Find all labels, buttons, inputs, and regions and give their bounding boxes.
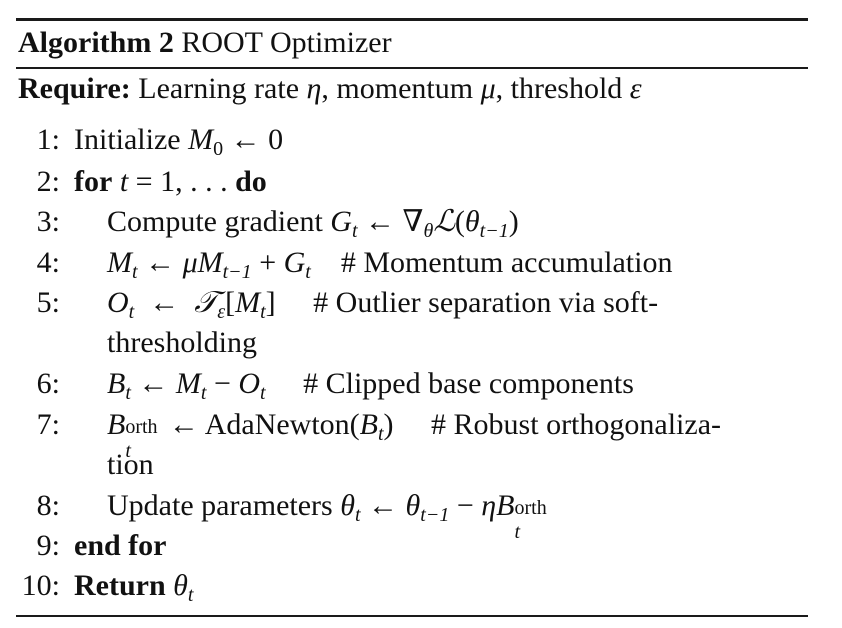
algorithm-line-1: 1: Initialize M0 ← 0 xyxy=(0,120,842,160)
line-continuation: tion xyxy=(107,448,154,481)
algorithm-line-9: 9: end for xyxy=(0,526,842,566)
algorithm-line-4: 4: Mt ← μMt−1 + Gt # Momentum accumulati… xyxy=(0,243,842,283)
line-number: 8: xyxy=(36,489,60,522)
line-body: for t = 1, . . . do xyxy=(74,165,267,198)
line-body: Initialize M0 ← 0 xyxy=(74,123,284,160)
superscript-orth: orth xyxy=(514,497,547,519)
update-parameters-text: Update parameters xyxy=(107,489,333,522)
keyword-return: Return xyxy=(74,569,166,602)
line-number: 7: xyxy=(36,408,60,441)
algorithm-line-10: 10: Return θt xyxy=(0,566,842,606)
adanewton-text: AdaNewton xyxy=(204,408,350,441)
line-continuation: thresholding xyxy=(107,326,257,359)
line-number: 3: xyxy=(36,205,60,238)
compute-gradient-text: Compute gradient xyxy=(107,205,323,238)
line-number: 9: xyxy=(36,529,60,562)
line-number: 10: xyxy=(21,569,60,602)
require-line: Require: Learning rate η, momentum μ, th… xyxy=(18,70,642,108)
algorithm-line-5: 5: Ot ← 𝒯ε[Mt] # Outlier separation via … xyxy=(0,283,842,323)
comment: # Outlier separation via soft- xyxy=(313,286,659,319)
keyword-end-for: end for xyxy=(74,529,167,562)
bottom-rule xyxy=(16,615,808,617)
superscript-orth: orth xyxy=(125,416,158,438)
require-label: Require: xyxy=(18,72,131,105)
comment: # Robust orthogonaliza- xyxy=(431,408,721,441)
title-rule xyxy=(16,67,808,69)
algorithm-line-7-continued: tion xyxy=(0,445,842,485)
algorithm-line-2: 2: for t = 1, . . . do xyxy=(0,162,842,202)
algorithm-line-3: 3: Compute gradient Gt ← ∇θℒ(θt−1) xyxy=(0,202,842,242)
line-number: 5: xyxy=(36,286,60,319)
line-body: Compute gradient Gt ← ∇θℒ(θt−1) xyxy=(107,204,519,242)
algorithm-title: Algorithm 2 ROOT Optimizer xyxy=(18,24,392,62)
line-number: 1: xyxy=(36,123,60,156)
line-body: Mt ← μMt−1 + Gt # Momentum accumulation xyxy=(107,246,673,283)
top-rule xyxy=(16,18,808,21)
comment: # Momentum accumulation xyxy=(340,246,673,279)
comment: # Clipped base components xyxy=(303,367,634,400)
algorithm-name: ROOT Optimizer xyxy=(181,26,392,59)
algorithm-line-6: 6: Bt ← Mt − Ot # Clipped base component… xyxy=(0,364,842,404)
algorithm-label: Algorithm 2 xyxy=(18,26,174,59)
require-text: Learning rate η, momentum μ, threshold ε xyxy=(138,72,642,105)
initialize-text: Initialize xyxy=(74,123,181,156)
line-number: 4: xyxy=(36,246,60,279)
keyword-do: do xyxy=(235,165,267,198)
line-number: 2: xyxy=(36,165,60,198)
line-body: Bt ← Mt − Ot # Clipped base components xyxy=(107,367,634,404)
line-body: Ot ← 𝒯ε[Mt] # Outlier separation via sof… xyxy=(107,285,659,323)
algorithm-line-5-continued: thresholding xyxy=(0,323,842,363)
line-number: 6: xyxy=(36,367,60,400)
line-body: Return θt xyxy=(74,569,194,606)
keyword-for: for xyxy=(74,165,113,198)
